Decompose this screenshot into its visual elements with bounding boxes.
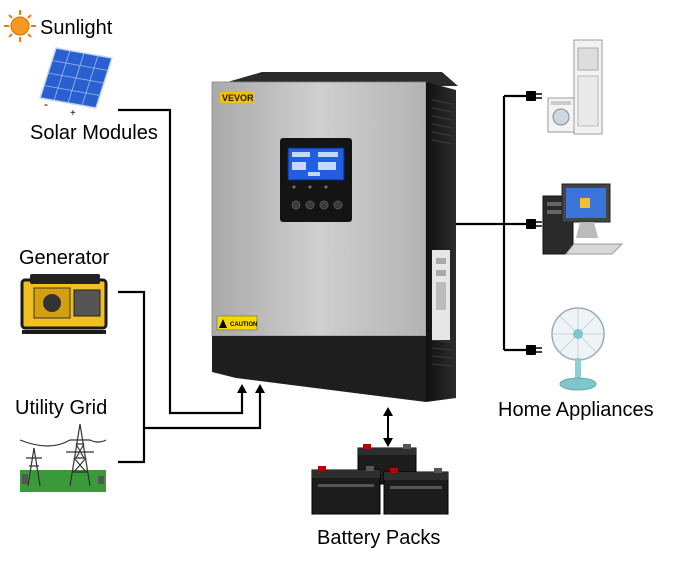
washing-machine-icon	[547, 97, 575, 133]
inverter-unit: VEVOR CAUTION	[211, 72, 458, 402]
generator-grid-connection-line	[118, 290, 262, 464]
sunlight-label: Sunlight	[40, 17, 113, 39]
plug-icon	[526, 91, 542, 101]
caution-sticker	[216, 315, 258, 331]
generator-icon	[20, 274, 108, 334]
fan-icon	[551, 307, 605, 391]
panel-button	[291, 200, 301, 210]
panel-button	[305, 200, 315, 210]
appliance-connection-line	[456, 94, 528, 352]
solar-panel-icon	[39, 47, 113, 109]
utility-grid-label: Utility Grid	[15, 397, 107, 419]
solar-connection-line	[118, 108, 244, 415]
battery-connection-line	[383, 407, 393, 447]
sun-icon	[4, 10, 36, 42]
panel-button	[333, 200, 343, 210]
solar-arrow-head	[237, 384, 247, 393]
caution-label: CAUTION	[230, 322, 257, 328]
grid-arrow-head	[255, 384, 265, 393]
home-appliances-label: Home Appliances	[498, 399, 654, 421]
power-tower-icon	[19, 423, 107, 492]
panel-button	[319, 200, 329, 210]
positive-terminal-label: +	[70, 108, 76, 119]
plug-icon	[526, 345, 542, 355]
brand-badge	[220, 92, 254, 103]
plug-icon	[526, 219, 542, 229]
generator-label: Generator	[19, 247, 109, 269]
battery-packs-label: Battery Packs	[317, 527, 440, 549]
brand-label: VEVOR	[222, 93, 254, 103]
negative-terminal-label: -	[44, 97, 48, 111]
solar-modules-label: Solar Modules	[30, 122, 158, 144]
battery-icon	[311, 466, 381, 515]
battery-icon	[383, 468, 449, 515]
computer-icon	[542, 183, 624, 255]
air-conditioner-icon	[573, 39, 603, 135]
